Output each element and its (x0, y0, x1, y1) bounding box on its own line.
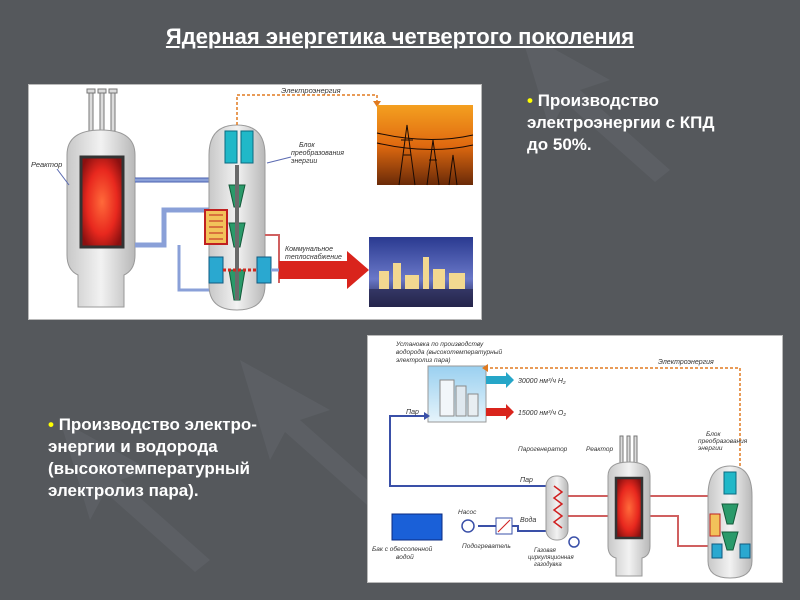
electricity-line (237, 95, 377, 125)
label-heater: Подогреватель (462, 542, 511, 550)
cooler-icon (209, 257, 223, 283)
label-reactor: Реактор (31, 160, 62, 169)
label-steam-top: Пар (406, 409, 419, 416)
label-blower-2: циркуляционная (528, 555, 575, 561)
label-pump: Насос (458, 509, 477, 516)
reactor-diagram-1: Электроэнергия Реактор Блок преобразован… (28, 84, 482, 320)
label-plant-3: электролиз пара) (396, 357, 451, 364)
label-electricity: Электроэнергия (281, 86, 341, 95)
control-rods (87, 89, 117, 131)
control-rods (620, 436, 637, 466)
o2-arrow (486, 404, 514, 420)
label-electricity: Электроэнергия (658, 359, 714, 366)
label-block-2: преобразования (698, 437, 748, 445)
gas-blower-icon (569, 537, 579, 547)
label-plant-2: водорода (высокотемпературный (396, 348, 503, 356)
label-heating-1: Коммунальное (285, 246, 333, 253)
label-reactor: Реактор (586, 446, 614, 453)
label-block-3: энергии (291, 158, 317, 165)
label-o2: 15000 нм³/ч O₂ (518, 410, 566, 417)
label-block-1: Блок (706, 431, 722, 438)
reactor-core (81, 157, 123, 247)
label-heating-2: теплоснабжение (285, 253, 342, 261)
label-steam-mid: Пар (520, 477, 533, 484)
label-block-3: энергии (698, 445, 723, 452)
label-block-2: преобразования (291, 149, 344, 157)
reactor-core (616, 478, 642, 538)
bullet-electricity: • Производство электроэнергии с КПД до 5… (517, 90, 787, 156)
generator-icon (724, 472, 736, 494)
reactor-diagram-2: Установка по производству водорода (высо… (367, 335, 783, 583)
slide-title: Ядерная энергетика четвертого поколения (0, 24, 800, 50)
water-tank (392, 514, 442, 540)
label-steam-gen: Парогенератор (518, 446, 568, 453)
label-h2: 30000 нм³/ч H₂ (518, 378, 566, 385)
label-tank-2: водой (396, 553, 414, 561)
label-tank-1: Бак с обессоленной (372, 545, 433, 553)
pump-icon (462, 520, 474, 532)
label-plant-1: Установка по производству (395, 340, 484, 348)
label-block-1: Блок (299, 142, 315, 149)
bullet-hydrogen: • Производство электро- энергии и водоро… (38, 414, 338, 502)
power-lines-photo (377, 105, 473, 185)
bullet-dot: • (527, 91, 533, 110)
h2-arrow (486, 372, 514, 388)
bullet-dot: • (48, 415, 54, 434)
generator-icon (225, 131, 237, 163)
label-water: Вода (520, 516, 536, 524)
label-blower-1: Газовая (534, 548, 557, 554)
label-blower-3: газодувка (534, 562, 562, 568)
